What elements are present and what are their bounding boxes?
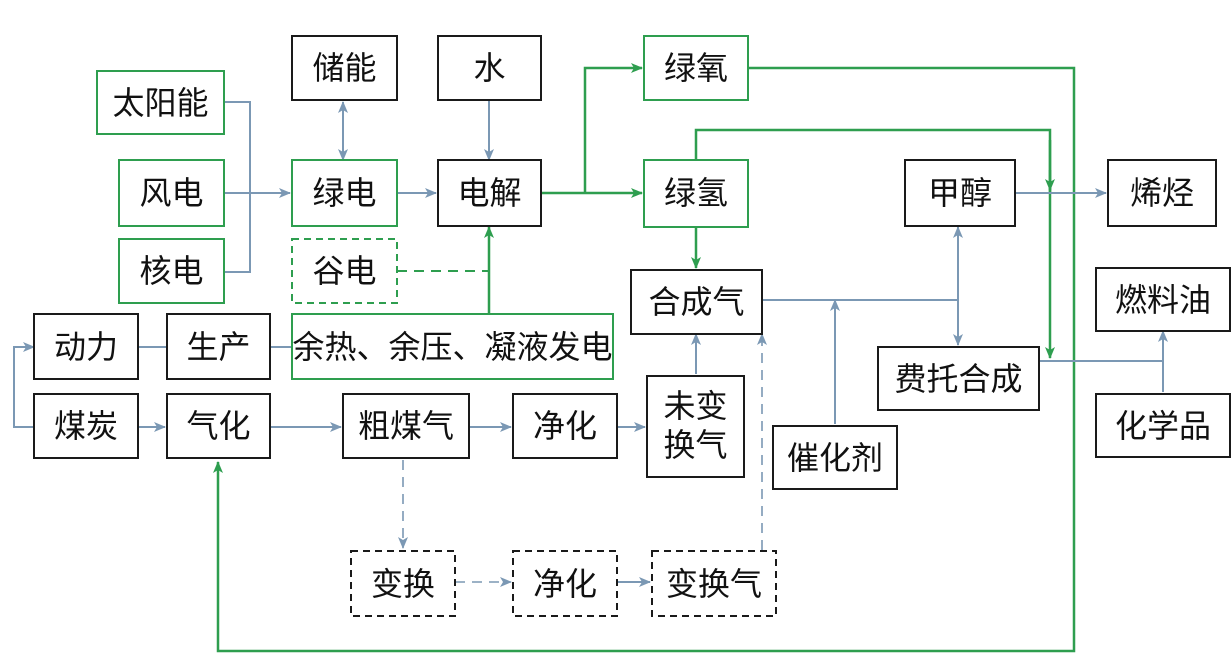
node-purify2-label: 净化 [533,565,597,603]
node-water-label: 水 [473,49,505,87]
node-chemicals: 化学品 [1095,393,1231,458]
node-chemicals-label: 化学品 [1115,407,1211,445]
node-fuel-oil: 燃料油 [1095,267,1231,332]
ft-to-products-line [1039,360,1164,392]
node-gasification: 气化 [166,393,271,459]
node-ft-synthesis-label: 费托合成 [894,360,1022,398]
node-nuclear: 核电 [118,238,225,304]
node-valley-power-label: 谷电 [312,252,376,290]
node-fuel-oil-label: 燃料油 [1115,281,1211,319]
node-olefins: 烯烃 [1107,159,1217,227]
node-purify: 净化 [512,393,618,459]
node-shifted-gas: 变换气 [651,550,777,617]
node-green-power: 绿电 [291,159,398,227]
node-unshifted-gas: 未变 换气 [646,375,745,478]
connectors [13,63,1168,653]
node-storage-label: 储能 [312,49,376,87]
node-raw-gas: 粗煤气 [342,393,470,459]
node-raw-gas-label: 粗煤气 [358,407,454,445]
node-water: 水 [437,35,542,101]
node-purify-label: 净化 [533,407,597,445]
node-syngas: 合成气 [630,269,763,335]
node-green-oxygen: 绿氧 [643,35,749,101]
node-olefins-label: 烯烃 [1130,174,1194,212]
nodes: 太阳能 风电 核电 绿电 绿氧 绿氢 余热、余压、凝液发电 谷电 [33,35,1231,617]
node-shift: 变换 [350,550,456,617]
solar-to-green-power-line [224,101,251,273]
node-nuclear-label: 核电 [139,252,203,290]
node-power-label: 动力 [54,328,118,366]
node-green-hydrogen: 绿氢 [643,159,749,228]
node-production: 生产 [166,313,271,380]
node-gasification-label: 气化 [186,407,250,445]
node-purify2: 净化 [512,550,618,617]
node-wind-label: 风电 [139,174,203,212]
node-ft-synthesis: 费托合成 [877,346,1040,411]
node-syngas-label: 合成气 [648,283,744,321]
node-green-hydrogen-label: 绿氢 [664,174,728,212]
node-catalyst-label: 催化剂 [787,439,883,477]
node-wind: 风电 [118,159,225,227]
node-electrolysis: 电解 [437,159,542,227]
node-methanol: 甲醇 [904,159,1016,227]
node-solar: 太阳能 [96,70,225,135]
node-electrolysis-label: 电解 [457,174,521,212]
node-catalyst: 催化剂 [772,425,898,490]
node-production-label: 生产 [186,328,250,366]
node-storage: 储能 [291,35,398,101]
node-power: 动力 [33,313,139,380]
node-waste-heat: 余热、余压、凝液发电 [291,313,614,380]
node-unshifted-gas-label-line2: 换气 [663,426,727,464]
electrolysis-to-oxygen-arrow [583,63,643,193]
node-solar-label: 太阳能 [112,84,208,122]
node-shifted-gas-label: 变换气 [666,565,762,603]
oxygen-to-gasification-loop [213,66,1076,653]
node-waste-heat-label: 余热、余压、凝液发电 [292,328,612,366]
node-valley-power: 谷电 [291,238,398,304]
node-unshifted-gas-label-line1: 未变 [663,387,727,425]
node-methanol-label: 甲醇 [928,174,992,212]
node-shift-label: 变换 [371,565,435,603]
node-green-power-label: 绿电 [312,174,376,212]
coal-to-power-arrow [13,342,35,428]
node-green-oxygen-label: 绿氧 [664,49,728,87]
node-coal-label: 煤炭 [54,407,118,445]
node-coal: 煤炭 [33,393,139,459]
